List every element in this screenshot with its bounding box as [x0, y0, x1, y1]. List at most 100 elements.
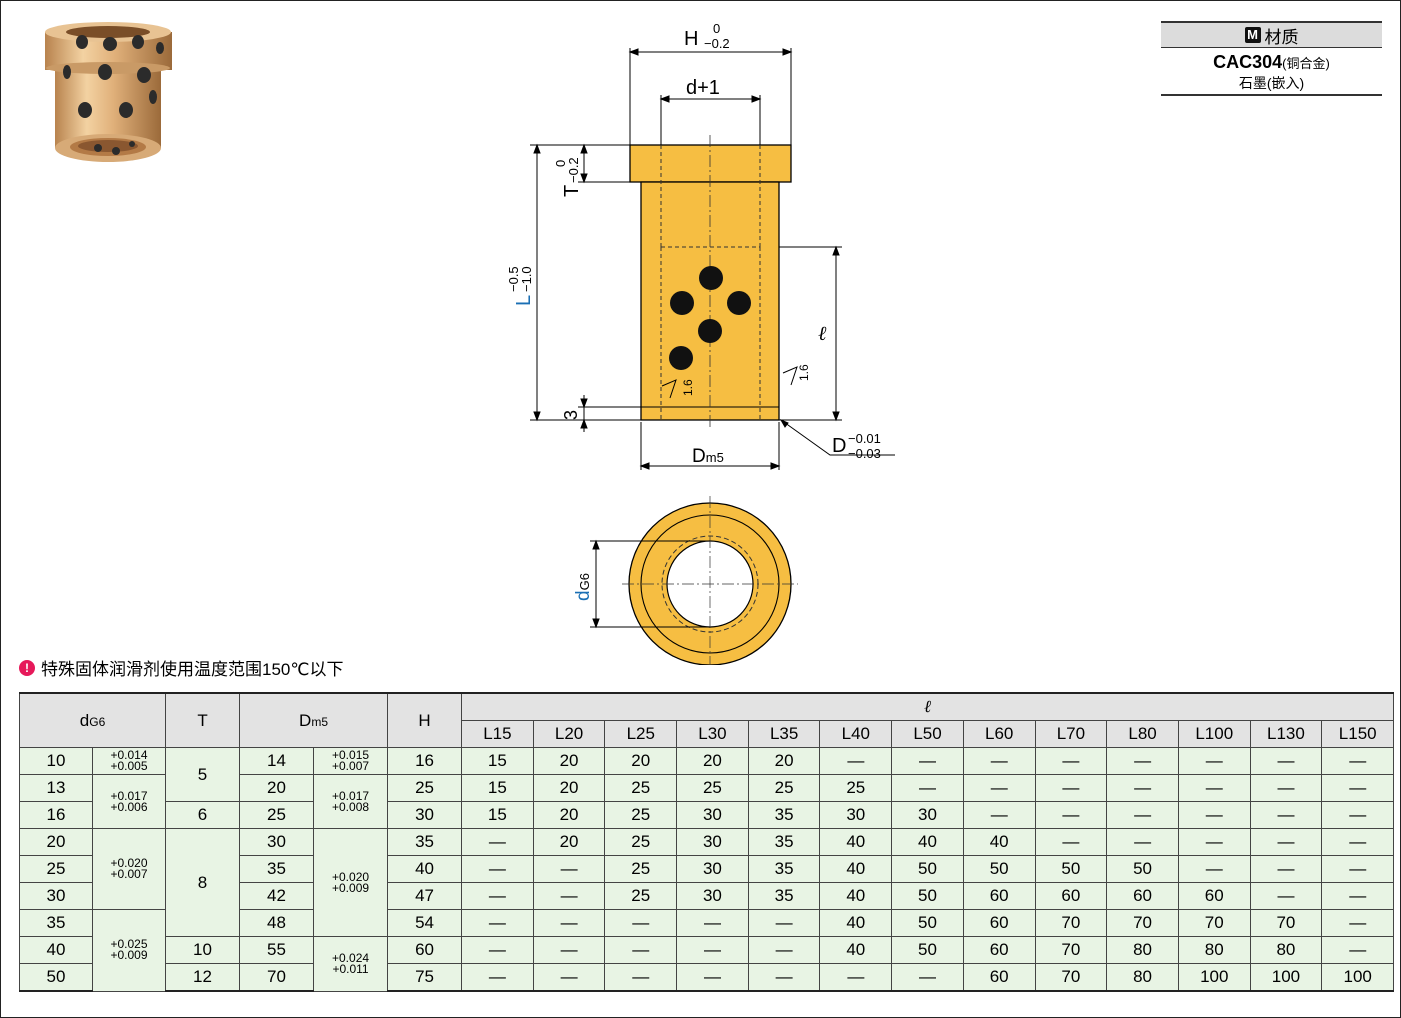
cell-length-value: 70: [1034, 909, 1108, 937]
cell-length-value: 50: [891, 855, 964, 883]
cell-length-value: 35: [747, 882, 821, 910]
cell-length-value: 25: [604, 855, 678, 883]
cell-D: 25: [239, 801, 315, 829]
cell-length-value: 60: [962, 936, 1036, 964]
cell-length-value: 20: [747, 747, 821, 775]
dim-Dm5: [639, 422, 781, 470]
cell-H: 16: [387, 747, 463, 775]
dim-d-plus: [659, 95, 762, 145]
cell-length-value: —: [891, 774, 964, 802]
cell-H: 30: [387, 801, 463, 829]
cell-length-value: 40: [819, 828, 893, 856]
cell-length-value: 40: [819, 855, 893, 883]
cell-length-value: 100: [1177, 963, 1251, 992]
cell-length-value: —: [1177, 747, 1251, 775]
cell-length-value: 15: [461, 801, 534, 829]
cell-length-value: 60: [962, 882, 1036, 910]
dim-D-tol-lower: −0.03: [848, 446, 881, 461]
material-lubricant: 石墨(嵌入): [1238, 75, 1305, 91]
cell-d-tolerance-upper: +0.017: [110, 788, 148, 803]
dim-d-plus-label: d+1: [686, 77, 720, 99]
dim-L-label: L: [513, 295, 535, 306]
alert-icon: !: [19, 659, 35, 676]
cell-length-value: —: [1177, 774, 1251, 802]
length-col-header: L150: [1321, 720, 1395, 748]
cell-length-value: —: [1321, 882, 1395, 910]
cell-D-tolerance: +0.020+0.009: [313, 828, 389, 937]
bushing-photo: [45, 22, 172, 162]
cell-T: 5: [165, 747, 241, 802]
cell-length-value: —: [962, 747, 1036, 775]
cell-length-value: 60: [962, 963, 1036, 992]
cell-length-value: —: [891, 747, 964, 775]
cell-length-value: —: [532, 909, 606, 937]
cell-D: 20: [239, 774, 315, 802]
cell-T: 6: [165, 801, 241, 829]
dim-3-label: 3: [561, 410, 581, 420]
dim-D-tol-upper: −0.01: [848, 431, 881, 446]
roughness-symbol-inner: [661, 379, 677, 399]
cell-length-value: —: [1106, 747, 1179, 775]
cell-length-value: 30: [676, 828, 749, 856]
cell-length-value: 60: [1177, 882, 1251, 910]
cell-H: 47: [387, 882, 463, 910]
cell-length-value: 50: [891, 936, 964, 964]
cell-d: 10: [19, 747, 93, 775]
cell-length-value: 20: [532, 747, 606, 775]
cell-length-value: —: [747, 963, 821, 992]
cell-length-value: —: [676, 909, 749, 937]
cell-length-value: —: [1249, 747, 1323, 775]
cell-length-value: 100: [1321, 963, 1395, 992]
cell-length-value: 50: [1034, 855, 1108, 883]
cell-H: 40: [387, 855, 463, 883]
cell-length-value: —: [747, 909, 821, 937]
cell-d: 40: [19, 936, 93, 964]
length-col-header: L100: [1177, 720, 1251, 748]
cell-length-value: —: [461, 855, 534, 883]
bushing-end-view: [622, 496, 798, 665]
cell-H: 35: [387, 828, 463, 856]
cell-D: 42: [239, 882, 315, 910]
cell-length-value: —: [1106, 774, 1179, 802]
dim-T: [578, 143, 630, 184]
cell-H: 25: [387, 774, 463, 802]
cell-length-value: 50: [1106, 855, 1179, 883]
cell-length-value: 50: [891, 882, 964, 910]
cell-D: 55: [239, 936, 315, 964]
cell-length-value: 40: [962, 828, 1036, 856]
cell-length-value: —: [819, 963, 893, 992]
cell-T: 12: [165, 963, 241, 992]
cell-length-value: 80: [1106, 936, 1179, 964]
cell-length-value: —: [1321, 855, 1395, 883]
cell-length-value: 20: [532, 774, 606, 802]
cell-length-value: —: [891, 963, 964, 992]
cell-length-value: —: [604, 936, 678, 964]
col-header-ell: ℓ: [461, 692, 1395, 721]
dim-D-leader: [779, 418, 895, 456]
roughness-inner-value: 1.6: [681, 379, 695, 396]
cell-D-tolerance-upper: +0.020: [332, 869, 370, 884]
material-grade-note: (铜合金): [1282, 56, 1330, 71]
dim-L-tol-lower: −1.0: [519, 266, 534, 292]
dim-dG6: [590, 539, 710, 629]
dim-D-label: D: [832, 435, 846, 457]
cell-length-value: 100: [1249, 963, 1323, 992]
cell-D: 30: [239, 828, 315, 856]
cell-length-value: —: [1106, 801, 1179, 829]
cell-length-value: 35: [747, 855, 821, 883]
length-col-header: L50: [891, 720, 964, 748]
cell-D-tolerance-lower: +0.008: [332, 799, 370, 814]
dim-ell: [779, 245, 842, 422]
cell-D: 70: [239, 963, 315, 992]
length-col-header: L35: [747, 720, 821, 748]
cell-length-value: —: [1177, 801, 1251, 829]
cell-d: 16: [19, 801, 93, 829]
length-col-header: L130: [1249, 720, 1323, 748]
cell-D-tolerance-upper: +0.024: [332, 950, 370, 965]
cell-D-tolerance-upper: +0.015: [332, 748, 370, 762]
